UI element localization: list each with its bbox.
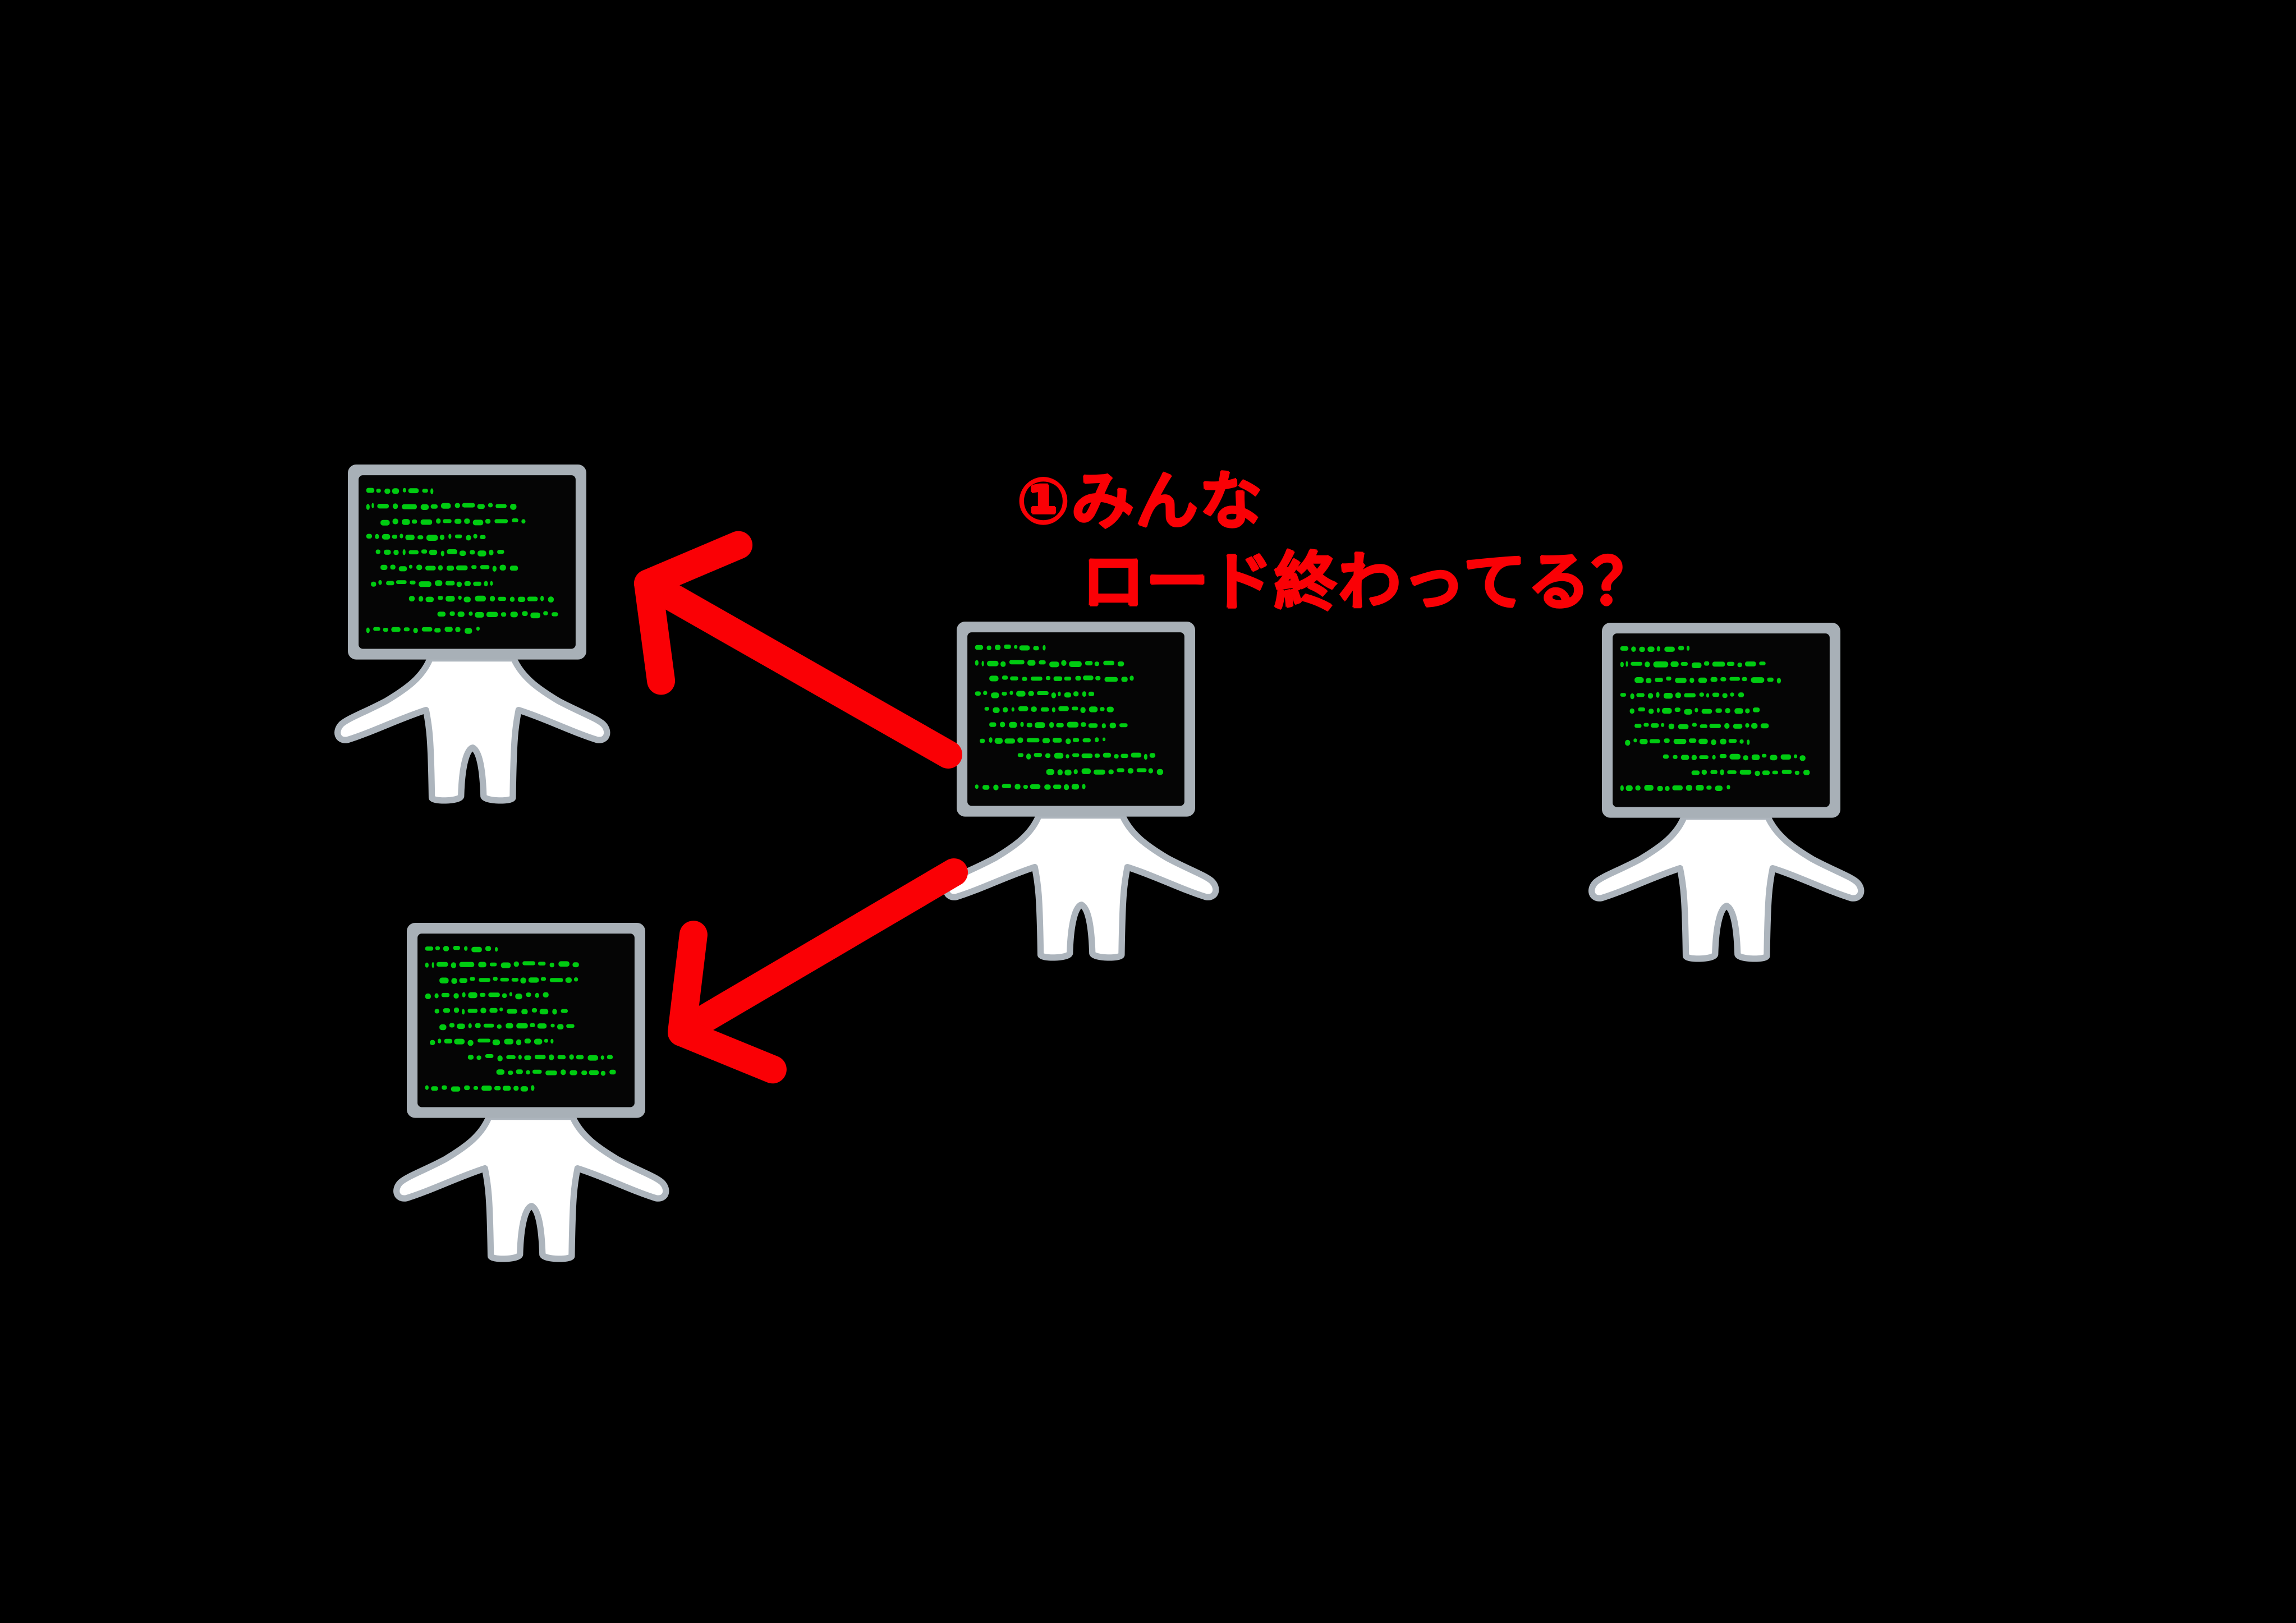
monitor-screen bbox=[417, 934, 635, 1107]
monitor-head-person-top-left bbox=[334, 465, 610, 804]
monitor-head bbox=[407, 923, 645, 1118]
arrow-head bbox=[668, 921, 787, 1084]
monitor-head-person-bottom-left bbox=[393, 923, 669, 1262]
monitor-head bbox=[1602, 623, 1840, 818]
annotation-text-line-2: ロード終わってる？ bbox=[1082, 546, 1656, 619]
monitor-code-text bbox=[366, 488, 558, 634]
person-body bbox=[334, 655, 610, 804]
monitor-head bbox=[348, 465, 586, 660]
monitor-code-text bbox=[975, 644, 1164, 790]
monitor-screen bbox=[967, 632, 1184, 806]
monitor-screen bbox=[1613, 633, 1830, 807]
arrow-shaft bbox=[668, 858, 968, 1046]
monitor-code-text bbox=[425, 946, 616, 1092]
monitor-screen bbox=[359, 475, 576, 649]
monitor-head-person-center bbox=[943, 622, 1219, 961]
person-body bbox=[1588, 813, 1865, 962]
annotation-text-line-1: ①みんな bbox=[1017, 465, 1264, 538]
arrow-head bbox=[634, 531, 753, 695]
arrow-shaft bbox=[634, 569, 962, 769]
monitor-code-text bbox=[1620, 645, 1810, 792]
monitor-head-person-right bbox=[1588, 623, 1865, 962]
person-body bbox=[393, 1113, 669, 1262]
monitor-head bbox=[957, 622, 1195, 817]
